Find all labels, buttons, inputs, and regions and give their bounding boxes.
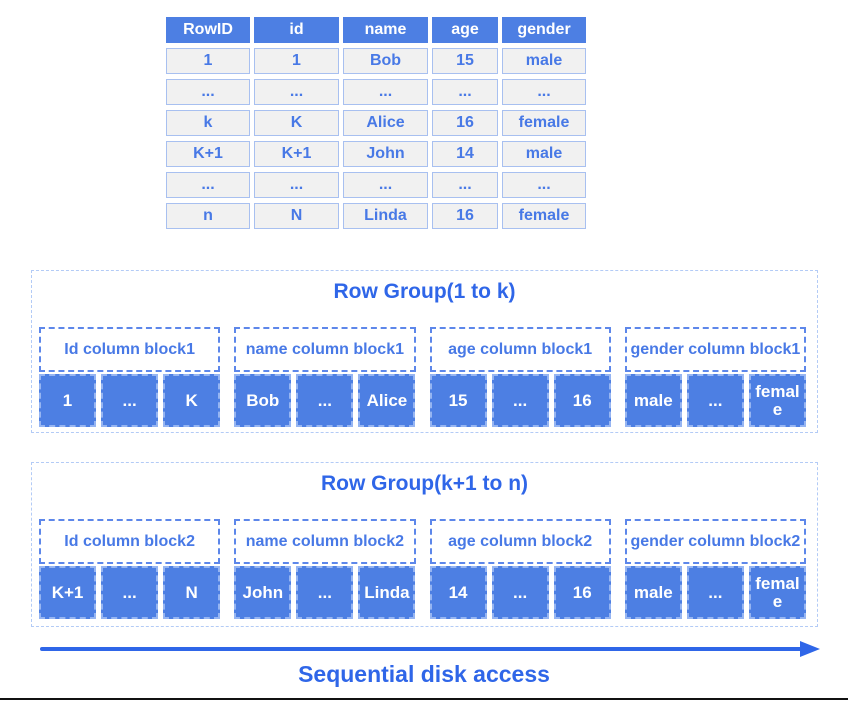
sequential-access-arrow-line xyxy=(40,647,810,651)
column-block-label: Id column block2 xyxy=(39,519,221,564)
column-block-label: age column block1 xyxy=(429,327,611,372)
table-cell: ... xyxy=(166,172,250,198)
column-block-cell: Alice xyxy=(358,374,416,427)
column-block-cell: 16 xyxy=(553,566,611,619)
column-block-label: name column block2 xyxy=(234,519,416,564)
table-cell: John xyxy=(343,141,428,167)
column-block-cell: ... xyxy=(101,374,159,427)
table-cell: Linda xyxy=(343,203,428,229)
right-arrow-icon xyxy=(800,641,820,657)
table-cell: female xyxy=(502,110,586,136)
table-cell: 1 xyxy=(254,48,339,74)
column-block-cell: ... xyxy=(491,374,549,427)
column-block-cell: 16 xyxy=(553,374,611,427)
column-block-cell: ... xyxy=(101,566,159,619)
table-cell: K+1 xyxy=(254,141,339,167)
table-cell: 16 xyxy=(432,110,498,136)
column-block-cell: N xyxy=(163,566,221,619)
column-block-label: gender column block1 xyxy=(624,327,806,372)
table-cell: ... xyxy=(254,172,339,198)
column-header-age: age xyxy=(432,17,498,43)
column-block-cells: 1...K xyxy=(39,374,221,427)
table-cell: Bob xyxy=(343,48,428,74)
table-cell: 14 xyxy=(432,141,498,167)
column-block-cell: 14 xyxy=(429,566,487,619)
column-block-cell: ... xyxy=(296,374,354,427)
table-cell: ... xyxy=(166,79,250,105)
column-block-cells: male...female xyxy=(624,374,806,427)
table-cell: n xyxy=(166,203,250,229)
column-block-cells: Bob...Alice xyxy=(234,374,416,427)
column-block-cells: John...Linda xyxy=(234,566,416,619)
column-block-cell: female xyxy=(748,566,806,619)
table-cell: ... xyxy=(502,172,586,198)
column-block-cell: Bob xyxy=(234,374,292,427)
table-cell: ... xyxy=(254,79,339,105)
column-block-label: Id column block1 xyxy=(39,327,221,372)
column-block-cell: ... xyxy=(491,566,549,619)
table-cell: male xyxy=(502,141,586,167)
column-block-label: age column block2 xyxy=(429,519,611,564)
table-cell: male xyxy=(502,48,586,74)
column-block-cell: John xyxy=(234,566,292,619)
column-block-cell: ... xyxy=(686,566,744,619)
table-cell: 16 xyxy=(432,203,498,229)
table-cell: ... xyxy=(432,79,498,105)
table-cell: ... xyxy=(432,172,498,198)
column-block-cells: K+1...N xyxy=(39,566,221,619)
column-header-name: name xyxy=(343,17,428,43)
column-header-rowid: RowID xyxy=(166,17,250,43)
table-cell: k xyxy=(166,110,250,136)
column-block-cell: Linda xyxy=(358,566,416,619)
column-block-cell: male xyxy=(624,566,682,619)
table-cell: 15 xyxy=(432,48,498,74)
column-block-cell: 1 xyxy=(39,374,97,427)
column-block-label: gender column block2 xyxy=(624,519,806,564)
column-block-cells: 15...16 xyxy=(429,374,611,427)
table-cell: ... xyxy=(343,172,428,198)
column-block-cell: K+1 xyxy=(39,566,97,619)
table-cell: K xyxy=(254,110,339,136)
row-group-1-title: Row Group(1 to k) xyxy=(333,280,516,303)
bottom-divider-line xyxy=(0,698,848,700)
column-block-cells: male...female xyxy=(624,566,806,619)
column-block-cell: ... xyxy=(296,566,354,619)
column-header-id: id xyxy=(254,17,339,43)
column-block-cells: 14...16 xyxy=(429,566,611,619)
table-cell: 1 xyxy=(166,48,250,74)
table-cell: Alice xyxy=(343,110,428,136)
column-block-cell: female xyxy=(748,374,806,427)
table-cell: female xyxy=(502,203,586,229)
row-group-2-title: Row Group(k+1 to n) xyxy=(320,472,529,495)
column-block-cell: 15 xyxy=(429,374,487,427)
table-cell: ... xyxy=(343,79,428,105)
column-header-gender: gender xyxy=(502,17,586,43)
column-block-label: name column block1 xyxy=(234,327,416,372)
table-cell: ... xyxy=(502,79,586,105)
column-block-cell: ... xyxy=(686,374,744,427)
table-cell: N xyxy=(254,203,339,229)
table-cell: K+1 xyxy=(166,141,250,167)
column-block-cell: male xyxy=(624,374,682,427)
column-block-cell: K xyxy=(163,374,221,427)
sequential-disk-access-label: Sequential disk access xyxy=(298,661,550,687)
